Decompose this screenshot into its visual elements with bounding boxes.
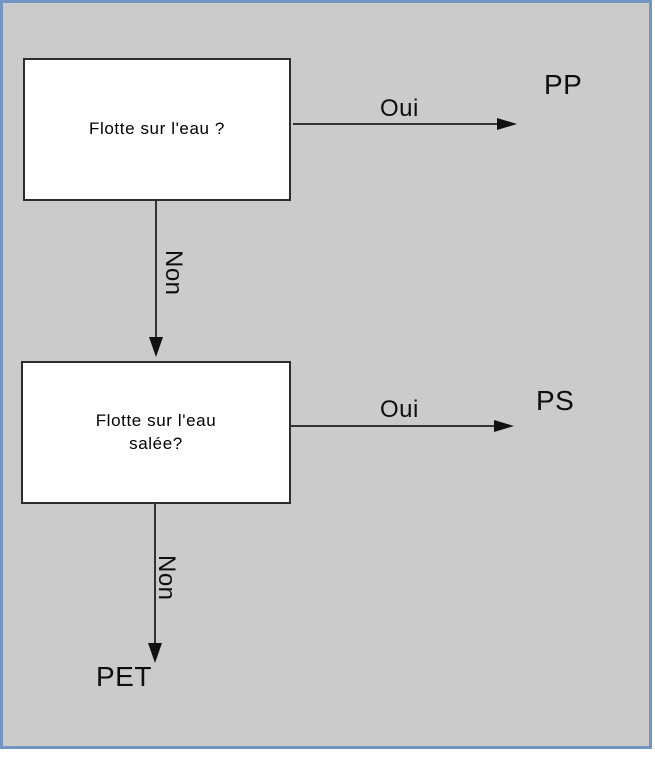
arrowhead-down-icon [149,337,163,357]
decision-node-label: Flotte sur l'eau salée? [95,410,217,453]
outcome-label-ps: PS [536,385,575,416]
arrowhead-down-icon [148,643,162,663]
edge-label-q1-no: Non [160,250,187,296]
arrow-line-q2-no [154,503,156,643]
decision-node-floats-on-salt-water[interactable]: Flotte sur l'eau salée? [21,361,291,504]
decision-node-floats-on-water[interactable]: Flotte sur l'eau ? [23,58,291,201]
decision-node-label: Flotte sur l'eau ? [89,119,225,139]
diagram-canvas[interactable]: Flotte sur l'eau ? Flotte sur l'eau salé… [0,0,652,749]
arrowhead-right-icon [497,118,517,130]
arrow-line-q2-yes [291,425,494,427]
arrowhead-right-icon [494,420,514,432]
arrow-line-q1-no [155,201,157,337]
edge-label-q2-no: Non [153,555,180,601]
edge-label-q1-yes: Oui [380,95,419,122]
outcome-label-pet: PET [96,661,152,692]
edge-label-q2-yes: Oui [380,396,419,423]
outcome-label-pp: PP [544,69,583,100]
arrow-line-q1-yes [293,123,497,125]
